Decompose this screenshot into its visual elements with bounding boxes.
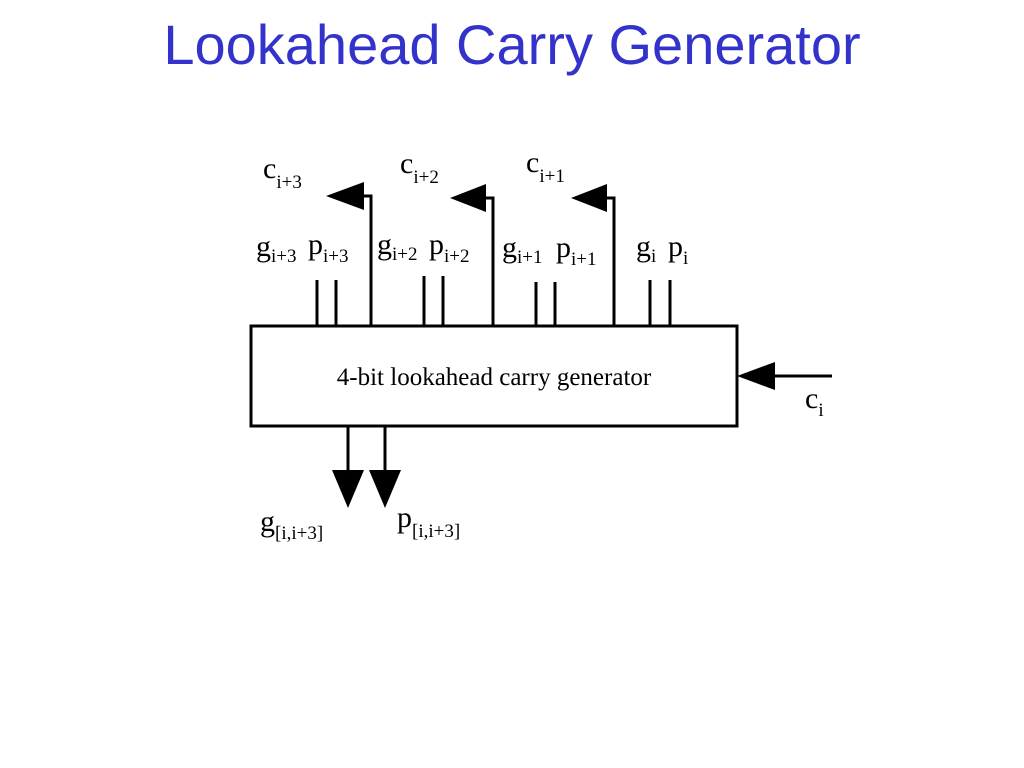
label-g-i1: gi+1 [502, 231, 543, 268]
label-g-i: gi [636, 230, 656, 267]
label-g-group: g[i,i+3] [260, 505, 323, 544]
arrowhead-left-icon [571, 184, 607, 212]
carry-input-c-i [737, 362, 832, 390]
arrowhead-left-icon [450, 184, 486, 212]
arrowhead-down-icon [332, 470, 364, 508]
label-c-i: ci [805, 382, 824, 421]
label-g-i3: gi+3 [256, 230, 297, 267]
block-label: 4-bit lookahead carry generator [337, 364, 652, 391]
carry-generator-block [249, 324, 739, 428]
carry-output-c-i1 [571, 184, 616, 326]
arrowhead-left-icon [737, 362, 775, 390]
label-p-group: p[i,i+3] [397, 501, 460, 542]
page-title: Lookahead Carry Generator [163, 13, 861, 76]
label-g-i2: gi+2 [377, 228, 418, 265]
arrowhead-down-icon [369, 470, 401, 508]
label-p-i2: pi+2 [429, 228, 470, 267]
label-c-i2: ci+2 [400, 147, 439, 188]
label-p-i3: pi+3 [308, 228, 349, 267]
input-wires [315, 276, 672, 326]
label-p-i: pi [668, 230, 688, 269]
label-c-i3: ci+3 [263, 152, 302, 193]
group-output-g [332, 426, 364, 508]
label-p-i1: pi+1 [556, 231, 597, 270]
carry-output-c-i3 [326, 182, 373, 326]
carry-output-c-i2 [450, 184, 495, 326]
arrowhead-left-icon [326, 182, 364, 210]
group-output-p [369, 426, 401, 508]
label-c-i1: ci+1 [526, 146, 565, 187]
